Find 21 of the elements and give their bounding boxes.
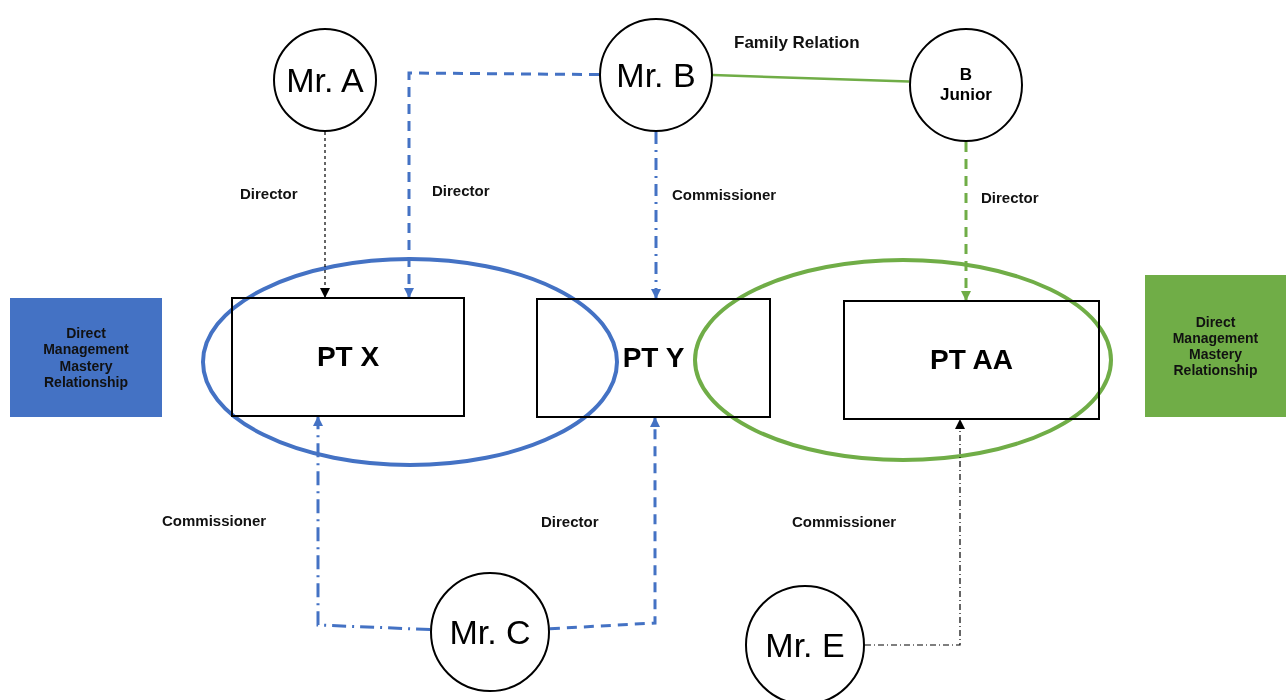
company-box [231,297,465,417]
legend-text: Direct Management Mastery Relationship [42,325,130,390]
arrow [651,132,661,299]
connector-line [712,73,910,83]
arrow [404,71,599,298]
arrow [549,417,660,631]
arrow [313,416,431,632]
node-label: Mr. C [449,611,531,653]
legend-text: Direct Management Mastery Relationship [1171,313,1260,379]
arrow [320,131,330,298]
arrow [961,142,971,301]
node-label: Mr. E [765,624,845,666]
node-label: Mr. B [616,54,696,96]
company-box [843,300,1100,420]
node-label: Mr. A [286,59,364,101]
node-label: PT Y [622,341,685,375]
node-label: PT AA [930,343,1013,377]
node-label: PT X [316,340,380,374]
arrow [864,419,965,646]
node-label: B Junior [939,64,993,106]
company-box [536,298,771,418]
